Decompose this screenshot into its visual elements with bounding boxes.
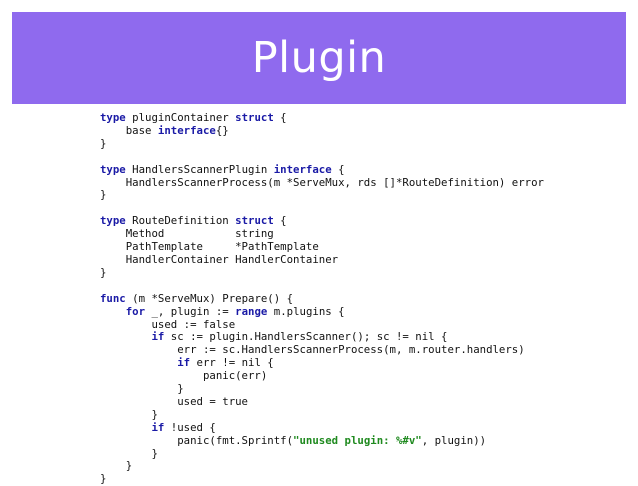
- code-line: }: [100, 137, 106, 150]
- code-keyword: if: [151, 330, 165, 344]
- code-text: {}: [215, 123, 229, 137]
- code-line: type pluginContainer struct {: [100, 111, 287, 124]
- code-line: PathTemplate *PathTemplate: [100, 240, 319, 253]
- code-keyword: type: [100, 111, 126, 124]
- code-text: pluginContainer: [125, 111, 236, 124]
- code-line: type RouteDefinition struct {: [100, 214, 287, 227]
- code-text: [100, 305, 126, 318]
- code-text: [100, 330, 151, 343]
- code-line: HandlerContainer HandlerContainer: [100, 253, 338, 266]
- code-line: err := sc.HandlersScannerProcess(m, m.ro…: [100, 343, 525, 357]
- code-line: func (m *ServeMux) Prepare() {: [100, 292, 293, 305]
- code-text: used = true: [100, 394, 248, 408]
- code-text: (m *ServeMux) Prepare() {: [125, 291, 294, 305]
- code-text: }: [100, 407, 158, 421]
- code-keyword: type: [100, 162, 126, 176]
- code-line: }: [100, 407, 158, 421]
- code-text: HandlersScannerPlugin: [125, 162, 274, 176]
- code-line: base interface{}: [100, 124, 229, 137]
- code-text: }: [100, 188, 107, 202]
- code-text: , plugin)): [421, 433, 487, 447]
- code-text: PathTemplate *PathTemplate: [100, 240, 319, 254]
- code-keyword: if: [151, 420, 165, 434]
- code-line: if sc := plugin.HandlersScanner(); sc !=…: [100, 330, 447, 343]
- code-keyword: interface: [157, 123, 216, 137]
- code-text: panic(err): [100, 369, 268, 383]
- code-line: used = true: [100, 395, 248, 408]
- code-text: }: [100, 382, 184, 396]
- code-keyword: struct: [235, 214, 274, 228]
- code-keyword: func: [100, 291, 126, 305]
- code-text: HandlerContainer HandlerContainer: [100, 252, 339, 266]
- code-text: !used {: [164, 420, 216, 434]
- title-bar: Plugin: [12, 12, 626, 104]
- code-text: {: [273, 214, 287, 228]
- code-text: }: [100, 136, 107, 150]
- slide-title: Plugin: [251, 33, 387, 83]
- code-text: [100, 421, 151, 434]
- code-text: base: [100, 123, 158, 137]
- code-text: used := false: [100, 317, 236, 331]
- code-line: if err != nil {: [100, 356, 274, 369]
- code-keyword: for: [125, 304, 146, 318]
- code-keyword: interface: [273, 162, 332, 176]
- code-text: {: [331, 162, 345, 176]
- code-line: if !used {: [100, 420, 216, 434]
- code-text: RouteDefinition: [125, 214, 236, 228]
- code-keyword: type: [100, 214, 126, 228]
- code-text: err != nil {: [190, 356, 274, 370]
- code-text: _, plugin :=: [145, 304, 236, 318]
- code-line: used := false: [100, 318, 235, 331]
- code-keyword: if: [177, 356, 191, 370]
- code-line: panic(fmt.Sprintf("unused plugin: %#v", …: [100, 434, 486, 447]
- code-text: err := sc.HandlersScannerProcess(m, m.ro…: [100, 343, 525, 357]
- code-line: }: [100, 188, 106, 201]
- code-text: {: [273, 111, 287, 124]
- code-text: sc := plugin.HandlersScanner(); sc != ni…: [164, 330, 448, 344]
- code-line: }: [100, 446, 158, 460]
- code-line: HandlersScannerProcess(m *ServeMux, rds …: [100, 176, 544, 189]
- code-line: Method string: [100, 227, 274, 240]
- code-string: "unused plugin: %#v": [293, 433, 422, 447]
- code-line: }: [100, 266, 106, 279]
- code-block: type pluginContainer struct { base inter…: [100, 111, 544, 486]
- code-line: }: [100, 382, 184, 396]
- code-line: }: [100, 459, 133, 473]
- code-line: panic(err): [100, 369, 267, 382]
- code-line: type HandlersScannerPlugin interface {: [100, 163, 345, 176]
- code-keyword: range: [235, 304, 268, 318]
- code-line: for _, plugin := range m.plugins {: [100, 305, 345, 318]
- code-keyword: struct: [235, 111, 274, 124]
- code-text: }: [100, 446, 158, 460]
- code-text: [100, 356, 177, 369]
- code-text: }: [100, 459, 133, 473]
- code-text: Method string: [100, 227, 274, 241]
- code-text: m.plugins {: [267, 304, 345, 318]
- code-text: panic(fmt.Sprintf(: [100, 433, 294, 447]
- code-text: HandlersScannerProcess(m *ServeMux, rds …: [100, 175, 544, 189]
- code-text: }: [100, 265, 107, 279]
